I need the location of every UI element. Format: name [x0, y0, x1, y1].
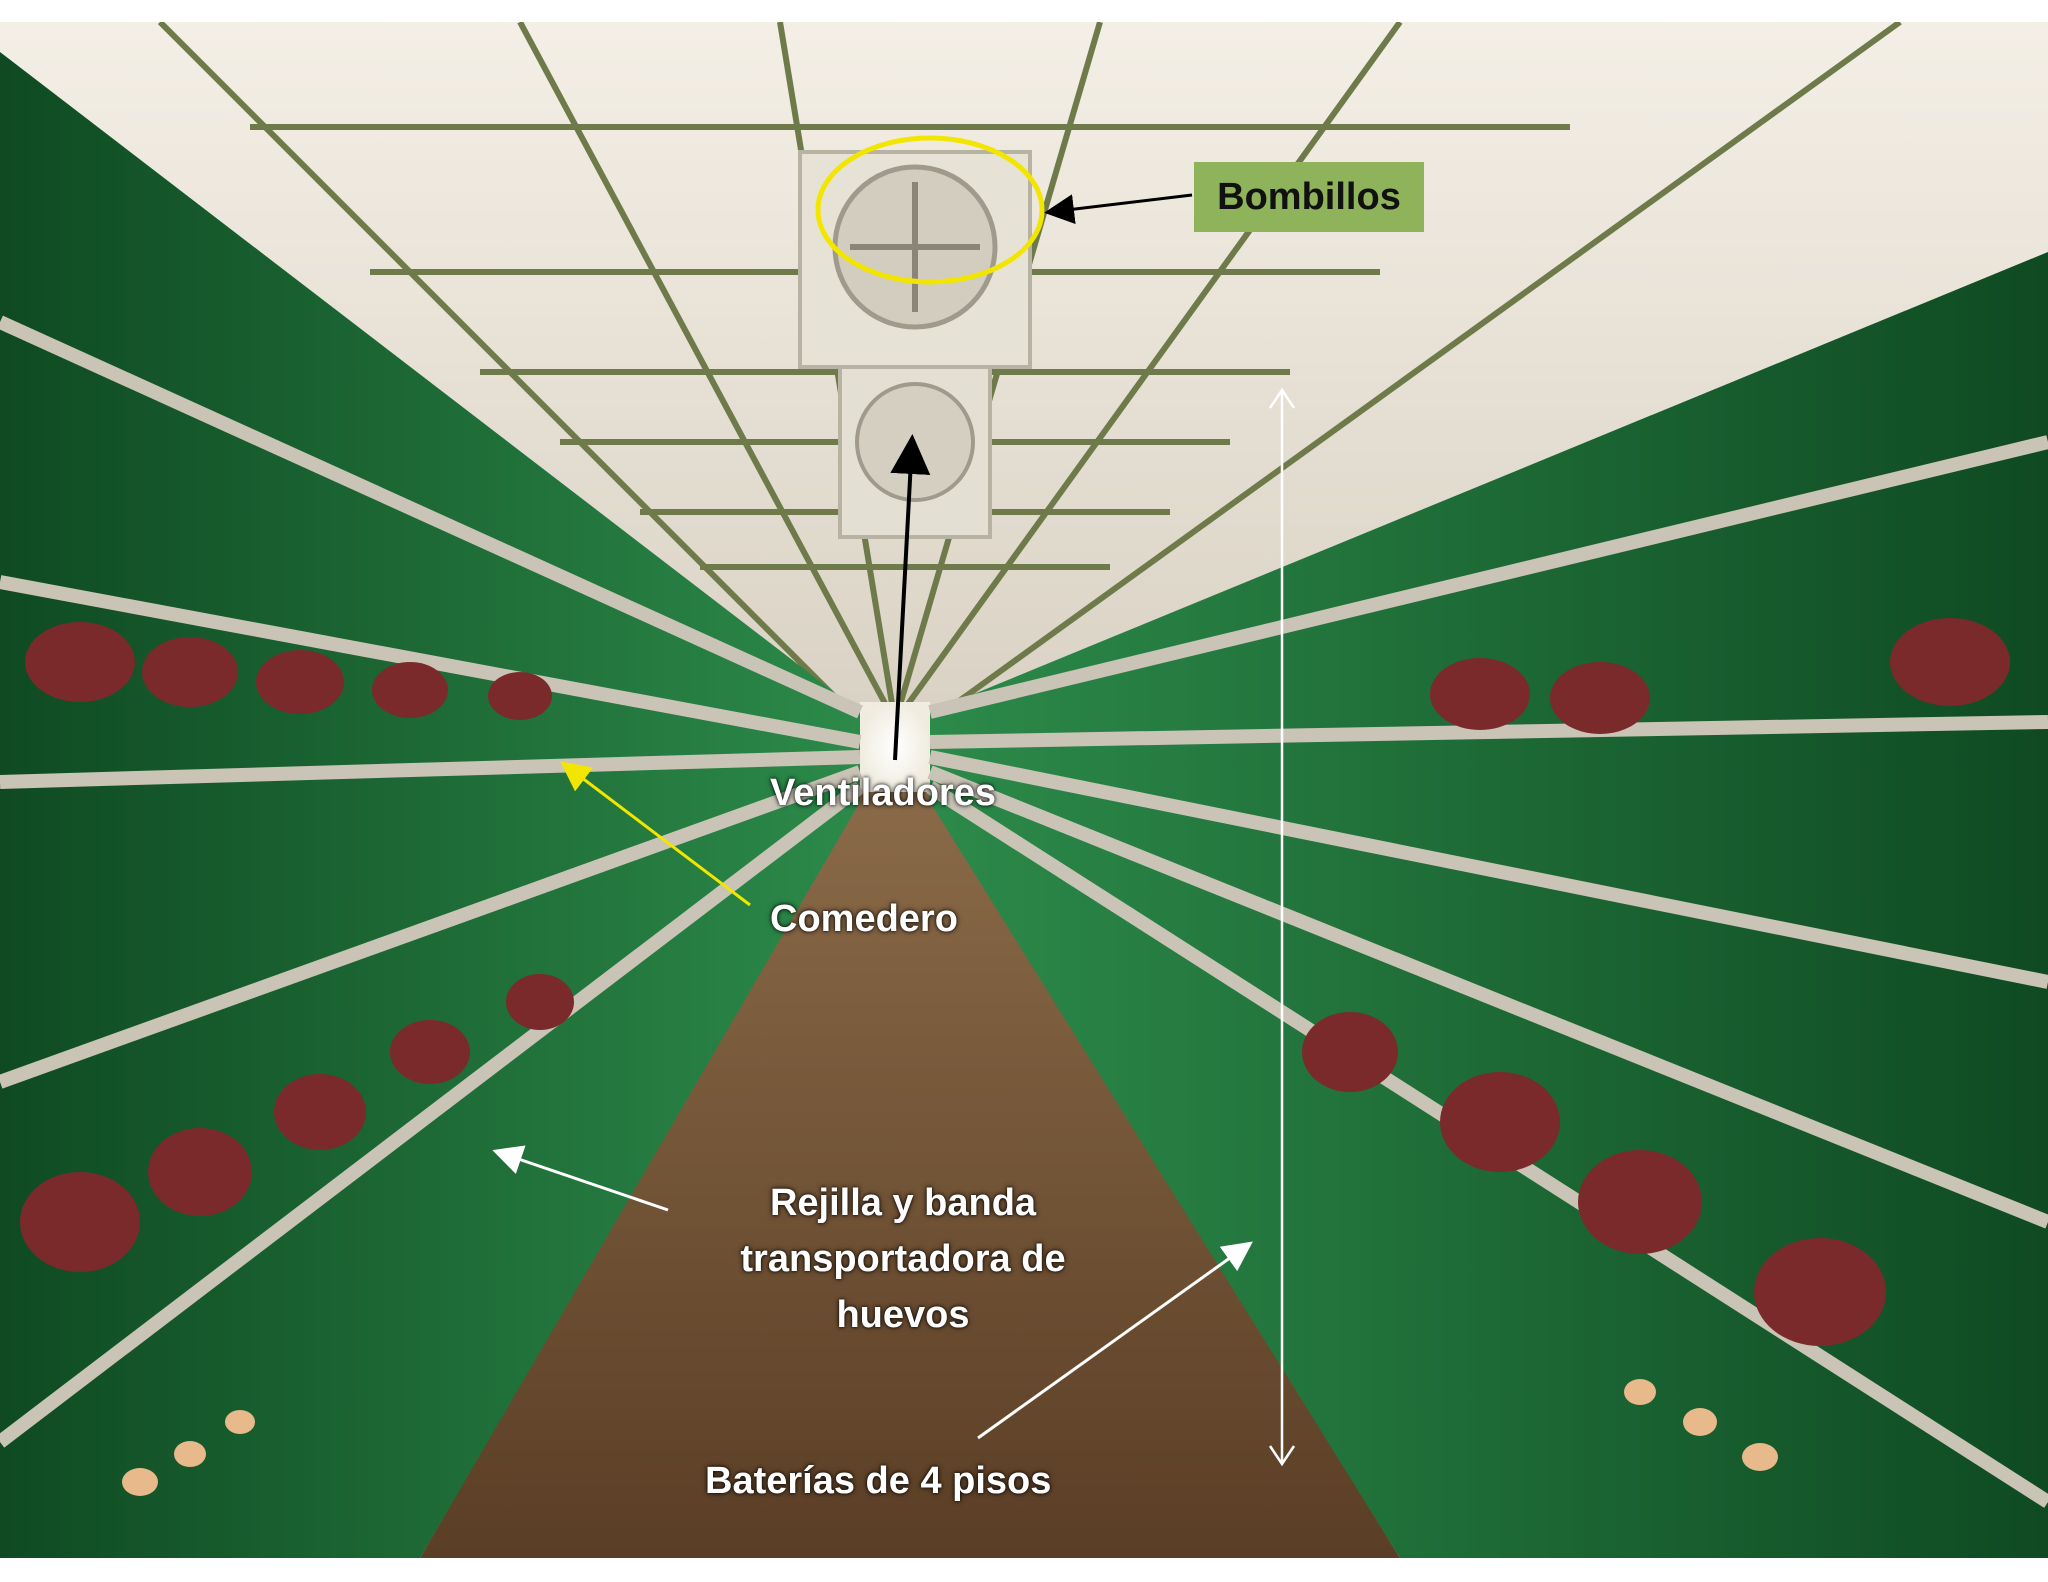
right-cage-battery — [930, 252, 2048, 1558]
ventiladores-arrow — [890, 434, 931, 761]
rejilla-label-line-1: Rejilla y banda — [769, 1182, 1037, 1224]
hens-left — [20, 622, 574, 1272]
left-tier-rails — [0, 315, 865, 1448]
bulbs-highlight-ellipse — [815, 135, 1045, 285]
hens-right — [1302, 618, 2010, 1346]
comedero-arrow — [560, 761, 751, 907]
rejilla-label-line-3: huevos — [836, 1294, 970, 1336]
height-arrow-bottom — [1268, 1445, 1296, 1467]
bombillos-arrow — [1044, 193, 1193, 225]
comedero-label: Comedero — [770, 898, 958, 940]
rejilla-arrow — [492, 1145, 669, 1212]
height-arrow-top — [1268, 387, 1296, 409]
eggs — [122, 1379, 1778, 1496]
rejilla-label-line-2: transportadora de — [740, 1238, 1066, 1280]
aisle-floor — [420, 792, 1400, 1558]
baterias-arrow — [977, 1241, 1253, 1440]
ventiladores-label: Ventiladores — [770, 772, 996, 814]
fan-units — [798, 150, 1032, 539]
poultry-house-photo — [0, 22, 2048, 1558]
baterias-label: Baterías de 4 pisos — [705, 1460, 1052, 1502]
rejilla-label: Rejilla y banda transportadora de huevos — [728, 1175, 1078, 1343]
bombillos-label: Bombillos — [1194, 162, 1424, 232]
